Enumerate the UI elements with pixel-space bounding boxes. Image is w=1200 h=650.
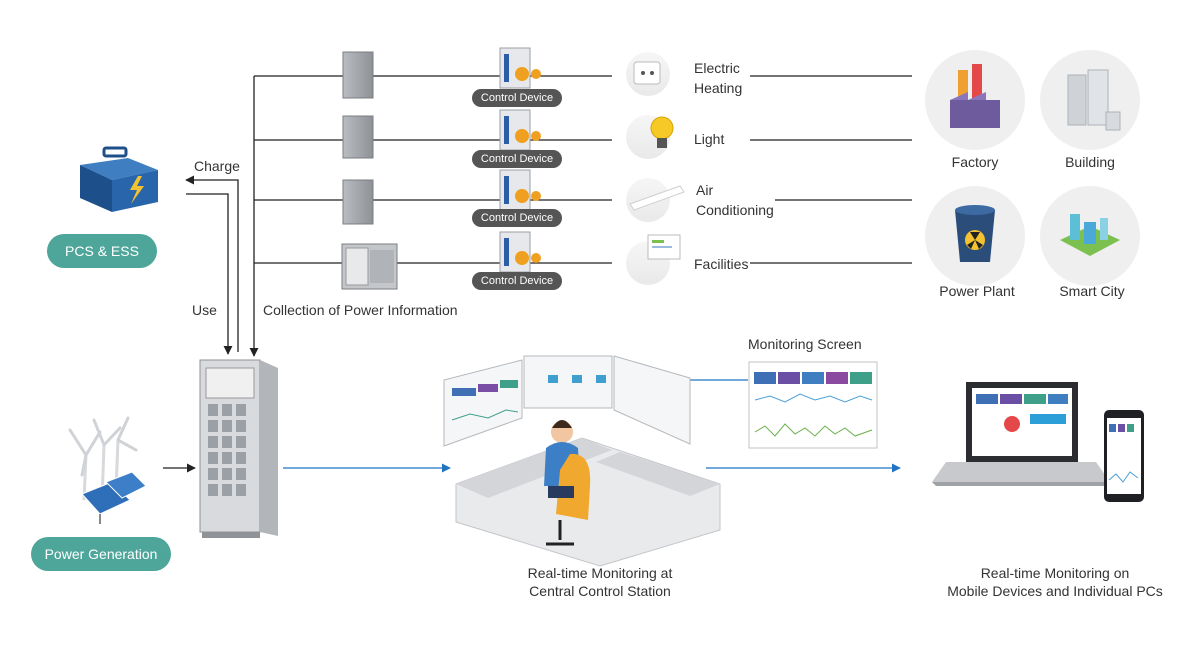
load-label-line2: Heating (694, 80, 743, 96)
load-label-line2: Conditioning (696, 202, 774, 218)
control-device-icons (499, 47, 541, 273)
load-label-line1: Electric (694, 60, 740, 76)
load-label-electric-heating: Electric Heating (694, 58, 742, 98)
control-device-label: Control Device (472, 150, 562, 168)
mobile-monitoring-caption: Real-time Monitoring on Mobile Devices a… (930, 564, 1180, 600)
site-icons (925, 50, 1140, 286)
control-device-label: Control Device (472, 89, 562, 107)
battery-case-icon (80, 146, 158, 212)
site-label-factory: Factory (951, 154, 999, 170)
power-generation-icon (68, 416, 147, 524)
site-label-power-plant: Power Plant (939, 283, 1015, 299)
meter-boxes (341, 51, 398, 290)
monitoring-screen-label: Monitoring Screen (748, 336, 862, 352)
load-label-line1: Air (696, 182, 714, 198)
monitoring-screen-thumbnail (748, 361, 878, 449)
load-label-light: Light (694, 131, 725, 147)
site-label-building: Building (1065, 154, 1115, 170)
load-label-facilities: Facilities (694, 256, 749, 272)
use-label: Use (192, 302, 217, 318)
load-label-air-conditioning: Air Conditioning (696, 180, 774, 220)
mobile-caption-line2: Mobile Devices and Individual PCs (947, 583, 1163, 599)
collection-label: Collection of Power Information (263, 302, 458, 318)
bus-lines (163, 75, 912, 473)
site-label-smart-city: Smart City (1059, 283, 1125, 299)
control-device-label: Control Device (472, 209, 562, 227)
laptop-phone-icon (932, 382, 1144, 502)
control-device-label: Control Device (472, 272, 562, 290)
central-monitoring-caption: Real-time Monitoring at Central Control … (490, 564, 710, 600)
pcs-ess-pill: PCS & ESS (47, 234, 157, 268)
control-station-icon (443, 355, 721, 567)
load-icons (626, 52, 685, 285)
distribution-cabinet-icon (199, 359, 278, 538)
central-caption-line1: Real-time Monitoring at (527, 565, 673, 581)
mobile-caption-line1: Real-time Monitoring on (980, 565, 1130, 581)
central-caption-line2: Central Control Station (529, 583, 671, 599)
charge-label: Charge (194, 158, 240, 174)
power-generation-pill: Power Generation (31, 537, 171, 571)
